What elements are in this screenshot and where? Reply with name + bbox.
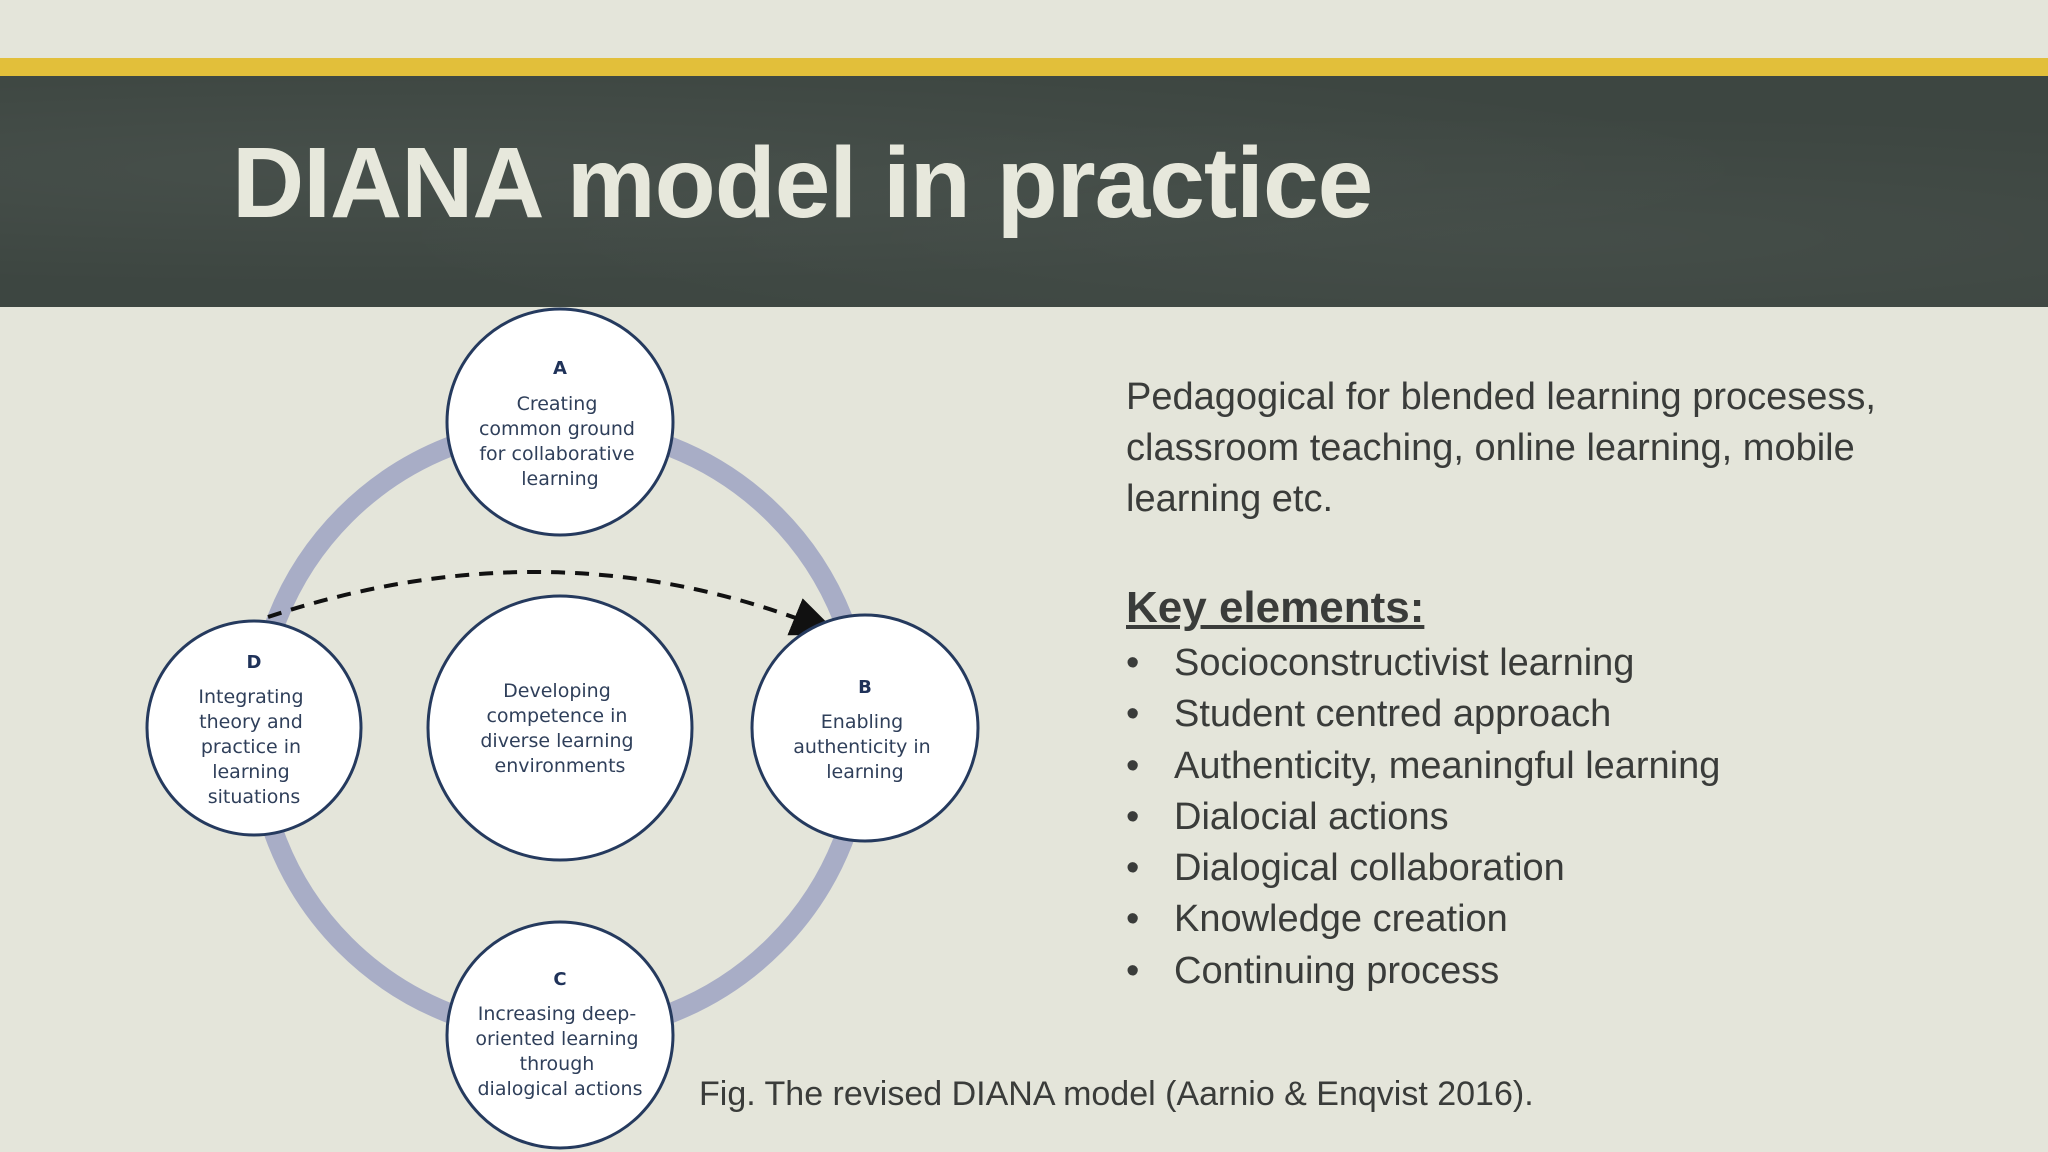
bullet-icon: • (1126, 898, 1140, 941)
slide-title: DIANA model in practice (232, 127, 1373, 239)
node-a-line: Creating (517, 393, 598, 415)
key-elements-list: • Socioconstructivist learning • Student c… (1126, 638, 1720, 997)
node-center: Developing competence in diverse learnin… (426, 594, 694, 862)
svg-text:Developing competence in: Developing competence in diverse learnin… (480, 680, 639, 777)
svg-text:Creating common ground: Creating common ground for collaborative… (479, 393, 641, 490)
intro-text: Pedagogical for blended learning procese… (1126, 376, 1876, 520)
accent-bar (0, 58, 2048, 76)
key-elements-heading: Key elements: (1126, 583, 1425, 632)
dashed-arrow (267, 570, 840, 636)
bullet-icon: • (1126, 642, 1140, 684)
list-item: • Knowledge creation (1126, 894, 1720, 945)
node-a: A Creating common ground for collaborati… (445, 307, 675, 537)
list-item-label: Dialogical collaboration (1174, 847, 1565, 890)
list-item-label: Authenticity, meaningful learning (1174, 744, 1721, 787)
node-c: C Increasing deep- oriented learning thr… (445, 920, 675, 1150)
bullet-icon: • (1126, 693, 1140, 736)
node-center-line: Developing (503, 680, 611, 702)
node-c-line: oriented learning (475, 1028, 638, 1050)
bullet-icon: • (1126, 795, 1140, 838)
svg-text:Enabling authenticity in: Enabling authenticity in learning (793, 711, 936, 783)
bullet-icon: • (1126, 949, 1140, 992)
list-item: • Student centred approach (1126, 689, 1720, 740)
node-b-line: Enabling (821, 711, 903, 733)
list-item: • Continuing process (1126, 946, 1720, 997)
node-center-line: competence in (486, 705, 627, 727)
node-c-letter: C (553, 969, 566, 990)
node-c-line: through (520, 1053, 595, 1075)
node-b: B Enabling authenticity in learning (750, 613, 980, 843)
node-a-line: for collaborative (479, 443, 634, 465)
list-item-label: Continuing process (1174, 949, 1500, 992)
svg-text:Increasing deep- oriente: Increasing deep- oriented learning throu… (475, 1003, 644, 1100)
node-c-line: dialogical actions (477, 1078, 642, 1100)
bullet-icon: • (1126, 744, 1140, 787)
list-item: • Socioconstructivist learning (1126, 638, 1720, 689)
figure-caption: Fig. The revised DIANA model (Aarnio & E… (699, 1075, 1534, 1113)
title-band (0, 76, 2048, 307)
list-item-label: Knowledge creation (1174, 898, 1508, 941)
node-center-line: diverse learning (480, 730, 633, 752)
node-b-line: authenticity in (793, 736, 930, 758)
bullet-icon: • (1126, 847, 1140, 890)
list-item-label: Socioconstructivist learning (1174, 642, 1635, 684)
diana-diagram: A Creating common ground for collaborati… (145, 307, 980, 1150)
top-strip (0, 0, 2048, 58)
node-a-letter: A (553, 358, 567, 379)
node-center-line: environments (495, 755, 626, 777)
node-d-line: situations (208, 786, 301, 808)
list-item: • Dialocial actions (1126, 792, 1720, 843)
node-d-line: Integrating (198, 686, 303, 708)
node-d-line: practice in (201, 736, 301, 758)
node-d: D Integrating theory and practice in lea… (145, 619, 363, 837)
svg-text:Integrating theory and: Integrating theory and practice in learn… (198, 686, 309, 808)
list-item: • Authenticity, meaningful learning (1126, 741, 1720, 792)
list-item-label: Dialocial actions (1174, 795, 1449, 838)
node-b-letter: B (858, 677, 872, 698)
node-c-line: Increasing deep- (478, 1003, 637, 1025)
node-d-line: theory and (199, 711, 303, 733)
node-a-line: common ground (479, 418, 635, 440)
node-d-line: learning (212, 761, 290, 783)
list-item: • Dialogical collaboration (1126, 843, 1720, 894)
list-item-label: Student centred approach (1174, 693, 1612, 736)
node-b-line: learning (826, 761, 904, 783)
node-a-line: learning (521, 468, 599, 490)
node-d-letter: D (247, 652, 262, 673)
